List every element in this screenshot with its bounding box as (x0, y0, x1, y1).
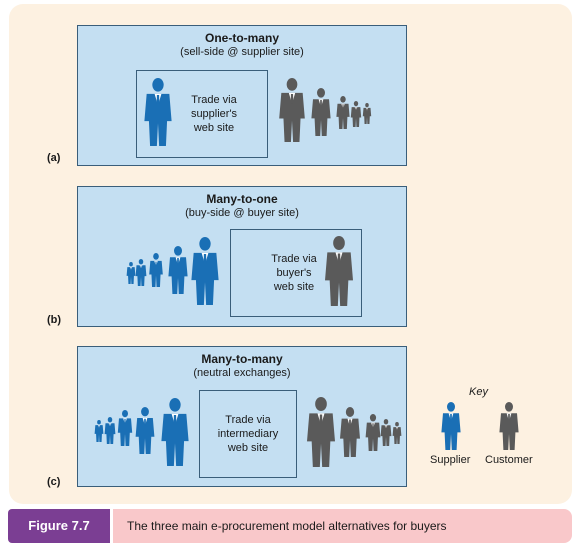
panel-title: One-to-many (204, 31, 279, 45)
customer-figure (365, 414, 381, 451)
customer-figure (307, 397, 335, 467)
key-customer-figure (499, 402, 519, 450)
key-supplier-label: Supplier (430, 454, 471, 466)
panel-many-to-many: Many-to-many (neutral exchanges) Trade v… (77, 346, 407, 487)
site-text: Trade via intermediary web site (200, 413, 296, 455)
panel-title: Many-to-many (201, 352, 283, 366)
panel-label: (b) (47, 314, 62, 326)
supplier-figure (168, 246, 188, 294)
supplier-figure (126, 262, 136, 284)
intermediary-site-box: Trade via intermediary web site (199, 390, 297, 478)
customer-figure (279, 78, 305, 142)
customer-figure (392, 422, 402, 444)
supplier-figure (149, 253, 163, 287)
site-line: web site (227, 442, 269, 454)
key-title: Key (469, 386, 488, 398)
panel-label: (a) (47, 152, 61, 164)
supplier-figure (135, 259, 147, 286)
supplier-figure (161, 398, 189, 466)
site-line: Trade via (271, 253, 317, 265)
panel-label: (c) (47, 476, 61, 488)
panel-title: Many-to-one (206, 192, 278, 206)
customer-figure (325, 236, 353, 306)
customer-figure (340, 407, 360, 457)
site-text: Trade via supplier's web site (169, 93, 259, 135)
site-line: buyer's (276, 267, 312, 279)
supplier-figure (104, 417, 116, 444)
customer-figure (362, 103, 372, 124)
customer-figure (350, 101, 362, 127)
site-text: Trade via buyer's web site (249, 252, 339, 294)
supplier-figure (135, 407, 155, 454)
panel-subtitle: (neutral exchanges) (193, 367, 291, 379)
panel-subtitle: (buy-side @ buyer site) (185, 207, 299, 219)
key-supplier-figure (441, 402, 461, 450)
supplier-figure (94, 420, 104, 442)
site-line: web site (273, 281, 315, 293)
customer-figure (311, 88, 331, 136)
figure-number: Figure 7.7 (8, 509, 110, 543)
supplier-figure (117, 410, 133, 446)
customer-figure (380, 419, 392, 446)
figure-caption: The three main e-procurement model alter… (113, 509, 572, 543)
supplier-figure (144, 78, 172, 146)
customer-figure (336, 96, 350, 129)
site-line: intermediary (217, 428, 279, 440)
site-line: Trade via (225, 414, 271, 426)
panel-many-to-one: Many-to-one (buy-side @ buyer site) Trad… (77, 186, 407, 327)
site-line: web site (193, 122, 235, 134)
supplier-figure (191, 237, 219, 305)
panel-subtitle: (sell-side @ supplier site) (180, 46, 304, 58)
site-line: Trade via (191, 94, 237, 106)
site-line: supplier's (190, 108, 238, 120)
key-customer-label: Customer (485, 454, 533, 466)
